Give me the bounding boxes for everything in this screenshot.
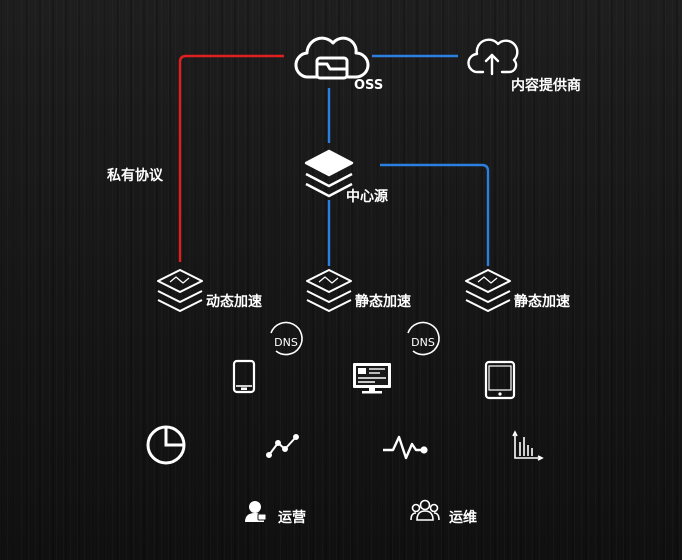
dns-icon: DNS: [270, 321, 303, 356]
edge-private-protocol: [178, 54, 284, 262]
tablet-icon: [484, 360, 516, 400]
pulse-wave-icon: [383, 435, 428, 460]
layers-chart-icon: [157, 269, 203, 312]
edge-origin-static2: [380, 163, 490, 266]
dynamic-label: 动态加速: [206, 293, 262, 310]
origin-label: 中心源: [346, 188, 388, 205]
layers-chart-icon: [306, 269, 352, 312]
dns-label: DNS: [411, 336, 435, 349]
provider-label: 内容提供商: [511, 77, 581, 94]
dns-icon: DNS: [407, 321, 440, 356]
layers-stack-icon: [304, 149, 354, 198]
desktop-monitor-icon: [353, 363, 391, 394]
cloud-storage-icon: [294, 36, 370, 80]
layers-chart-icon: [465, 269, 511, 312]
user-icon: [245, 501, 267, 522]
dns-label: DNS: [274, 336, 298, 349]
line-trend-icon: [266, 434, 299, 458]
oss-label: OSS: [354, 78, 383, 93]
static2-label: 静态加速: [514, 293, 570, 310]
operations-label: 运营: [278, 509, 306, 526]
maintenance-label: 运维: [449, 509, 477, 526]
group-icon: [410, 499, 440, 521]
static1-label: 静态加速: [355, 293, 411, 310]
private-protocol-label: 私有协议: [107, 167, 164, 184]
smartphone-icon: [232, 359, 256, 394]
pie-chart-icon: [146, 425, 186, 465]
bar-chart-icon: [512, 430, 544, 461]
cloud-upload-icon: [467, 38, 519, 76]
